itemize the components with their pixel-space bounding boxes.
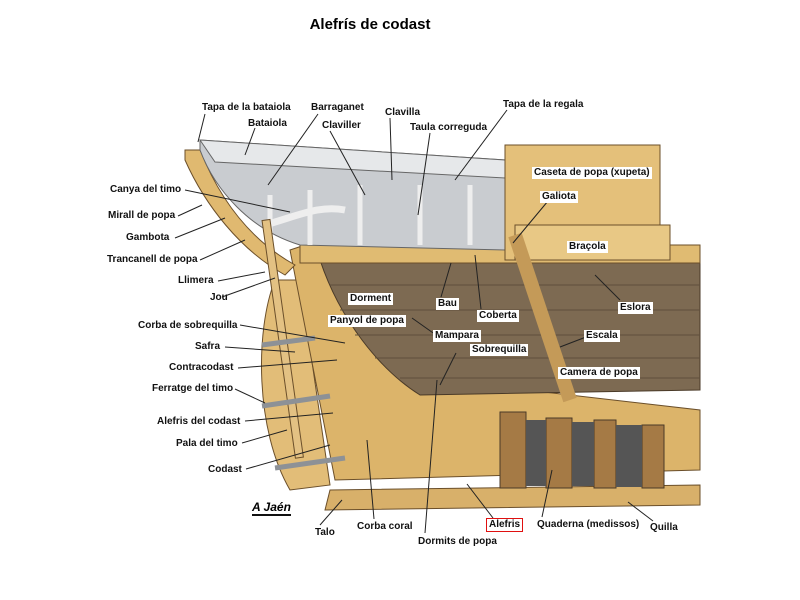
label-clavilla: Clavilla — [385, 107, 421, 118]
label-quaderna: Quaderna (medissos) — [537, 519, 640, 530]
label-alefris-highlighted: Alefris — [486, 518, 524, 532]
label-panyol-popa: Panyol de popa — [328, 315, 406, 327]
label-caseta-popa: Caseta de popa (xupeta) — [532, 167, 652, 179]
label-alefris-codast: Alefris del codast — [157, 416, 241, 427]
label-contracodast: Contracodast — [169, 362, 234, 373]
label-mampara: Mampara — [433, 330, 481, 342]
label-trancanell-popa: Trancanell de popa — [107, 254, 198, 265]
label-corba-sobrequilla: Corba de sobrequilla — [138, 320, 238, 331]
label-camera-popa: Camera de popa — [558, 367, 640, 379]
label-claviller: Claviller — [322, 120, 361, 131]
label-gambota: Gambota — [126, 232, 170, 243]
label-tapa-bataiola: Tapa de la bataiola — [202, 102, 291, 113]
label-barraganet: Barraganet — [311, 102, 364, 113]
label-talo: Talo — [315, 527, 335, 538]
label-quilla: Quilla — [650, 522, 678, 533]
label-pala-timo: Pala del timo — [176, 438, 238, 449]
label-eslora: Eslora — [618, 302, 653, 314]
label-tapa-regala: Tapa de la regala — [503, 99, 584, 110]
label-mirall-popa: Mirall de popa — [108, 210, 176, 221]
hull-planking — [319, 254, 701, 396]
label-galiota: Galiota — [540, 191, 578, 203]
keel — [324, 484, 701, 511]
label-corba-coral: Corba coral — [357, 521, 413, 532]
diagram-title: Alefrís de codast — [309, 16, 431, 33]
label-canya-timo: Canya del timo — [110, 184, 182, 195]
label-taula-correguda: Taula correguda — [410, 122, 488, 133]
label-sobrequilla: Sobrequilla — [470, 344, 529, 356]
label-dormits-popa: Dormits de popa — [418, 536, 497, 547]
label-safra: Safra — [195, 341, 221, 352]
label-llimera: Llimera — [178, 275, 214, 286]
label-coberta: Coberta — [477, 310, 519, 322]
label-codast: Codast — [208, 464, 242, 475]
artist-signature: A Jaén — [252, 500, 291, 516]
label-jou: Jou — [210, 292, 228, 303]
label-ferratge-timo: Ferratge del timo — [152, 383, 234, 394]
label-bau: Bau — [436, 298, 459, 310]
label-bracola: Braçola — [567, 241, 608, 253]
label-escala: Escala — [584, 330, 620, 342]
label-bataiola: Bataiola — [248, 118, 287, 129]
leader-lines — [174, 109, 654, 534]
label-dorment: Dorment — [348, 293, 394, 305]
